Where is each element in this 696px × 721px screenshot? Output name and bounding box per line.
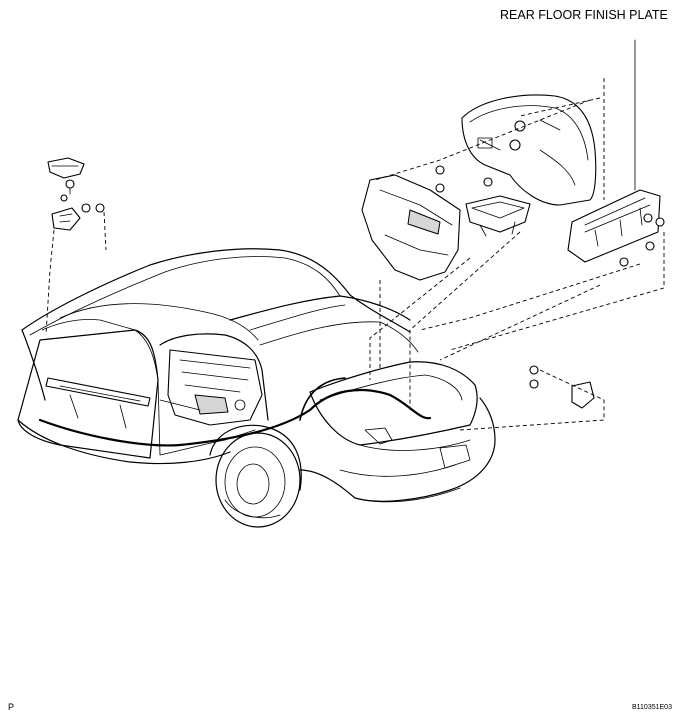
car-body-outline <box>17 248 496 528</box>
deck-trim-side-panel <box>361 165 461 281</box>
left-hardware-group <box>45 157 107 336</box>
figure-code-label: B110351E03 <box>632 704 672 711</box>
rear-floor-finish-plate-sill <box>45 377 151 429</box>
trunk-striker-bracket <box>459 365 605 431</box>
corner-mark-label: P <box>8 702 15 712</box>
assembly-leader-lines <box>369 78 665 410</box>
rear-seat-side-trim <box>159 349 263 426</box>
rear-floor-finish-plate <box>567 39 665 267</box>
luggage-hold-tray <box>465 177 531 237</box>
diagram-title-label: REAR FLOOR FINISH PLATE <box>500 8 668 22</box>
deck-side-trim-panel <box>461 94 597 206</box>
